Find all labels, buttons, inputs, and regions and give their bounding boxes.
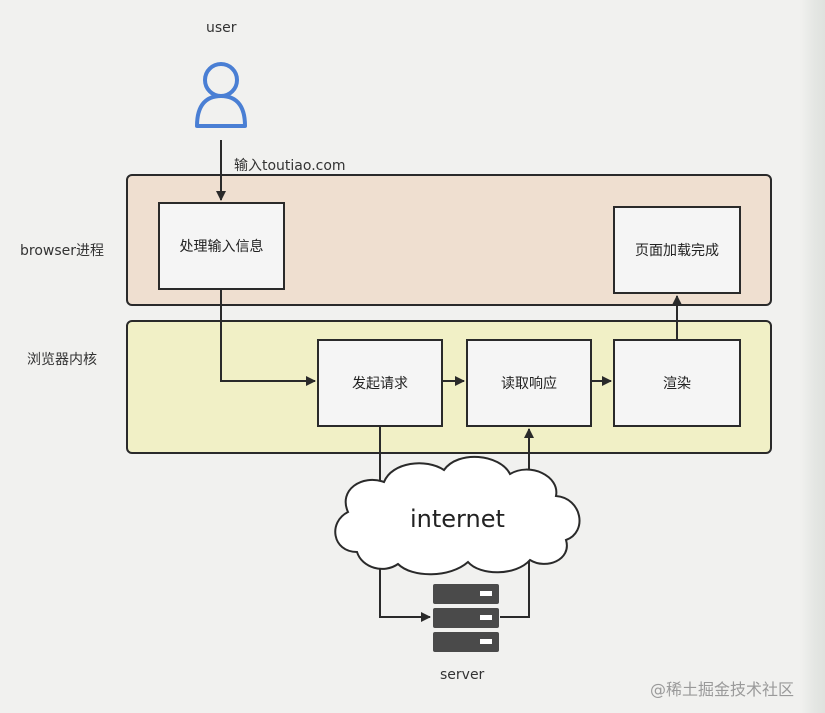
browser-process-label: browser进程 <box>20 243 105 259</box>
input-url-label: 输入toutiao.com <box>234 158 346 174</box>
render-label: 渲染 <box>663 376 691 392</box>
send-request-box: 发起请求 <box>317 339 443 427</box>
read-response-box: 读取响应 <box>466 339 592 427</box>
background-strip <box>800 0 825 713</box>
page-loaded-label: 页面加载完成 <box>635 243 719 259</box>
arrow-process-to-request <box>220 290 316 386</box>
read-response-label: 读取响应 <box>501 376 557 392</box>
user-icon <box>195 62 247 128</box>
cloud-icon <box>334 456 581 576</box>
server-icon <box>433 584 499 652</box>
watermark: @稀土掘金技术社区 <box>650 680 795 699</box>
process-input-box: 处理输入信息 <box>158 202 285 290</box>
server-label: server <box>440 667 485 683</box>
browser-kernel-label: 浏览器内核 <box>27 352 97 368</box>
page-loaded-box: 页面加载完成 <box>613 206 741 294</box>
internet-label: internet <box>410 505 505 533</box>
process-input-label: 处理输入信息 <box>179 239 264 255</box>
user-label: user <box>206 20 237 36</box>
send-request-label: 发起请求 <box>352 376 408 392</box>
render-box: 渲染 <box>613 339 741 427</box>
